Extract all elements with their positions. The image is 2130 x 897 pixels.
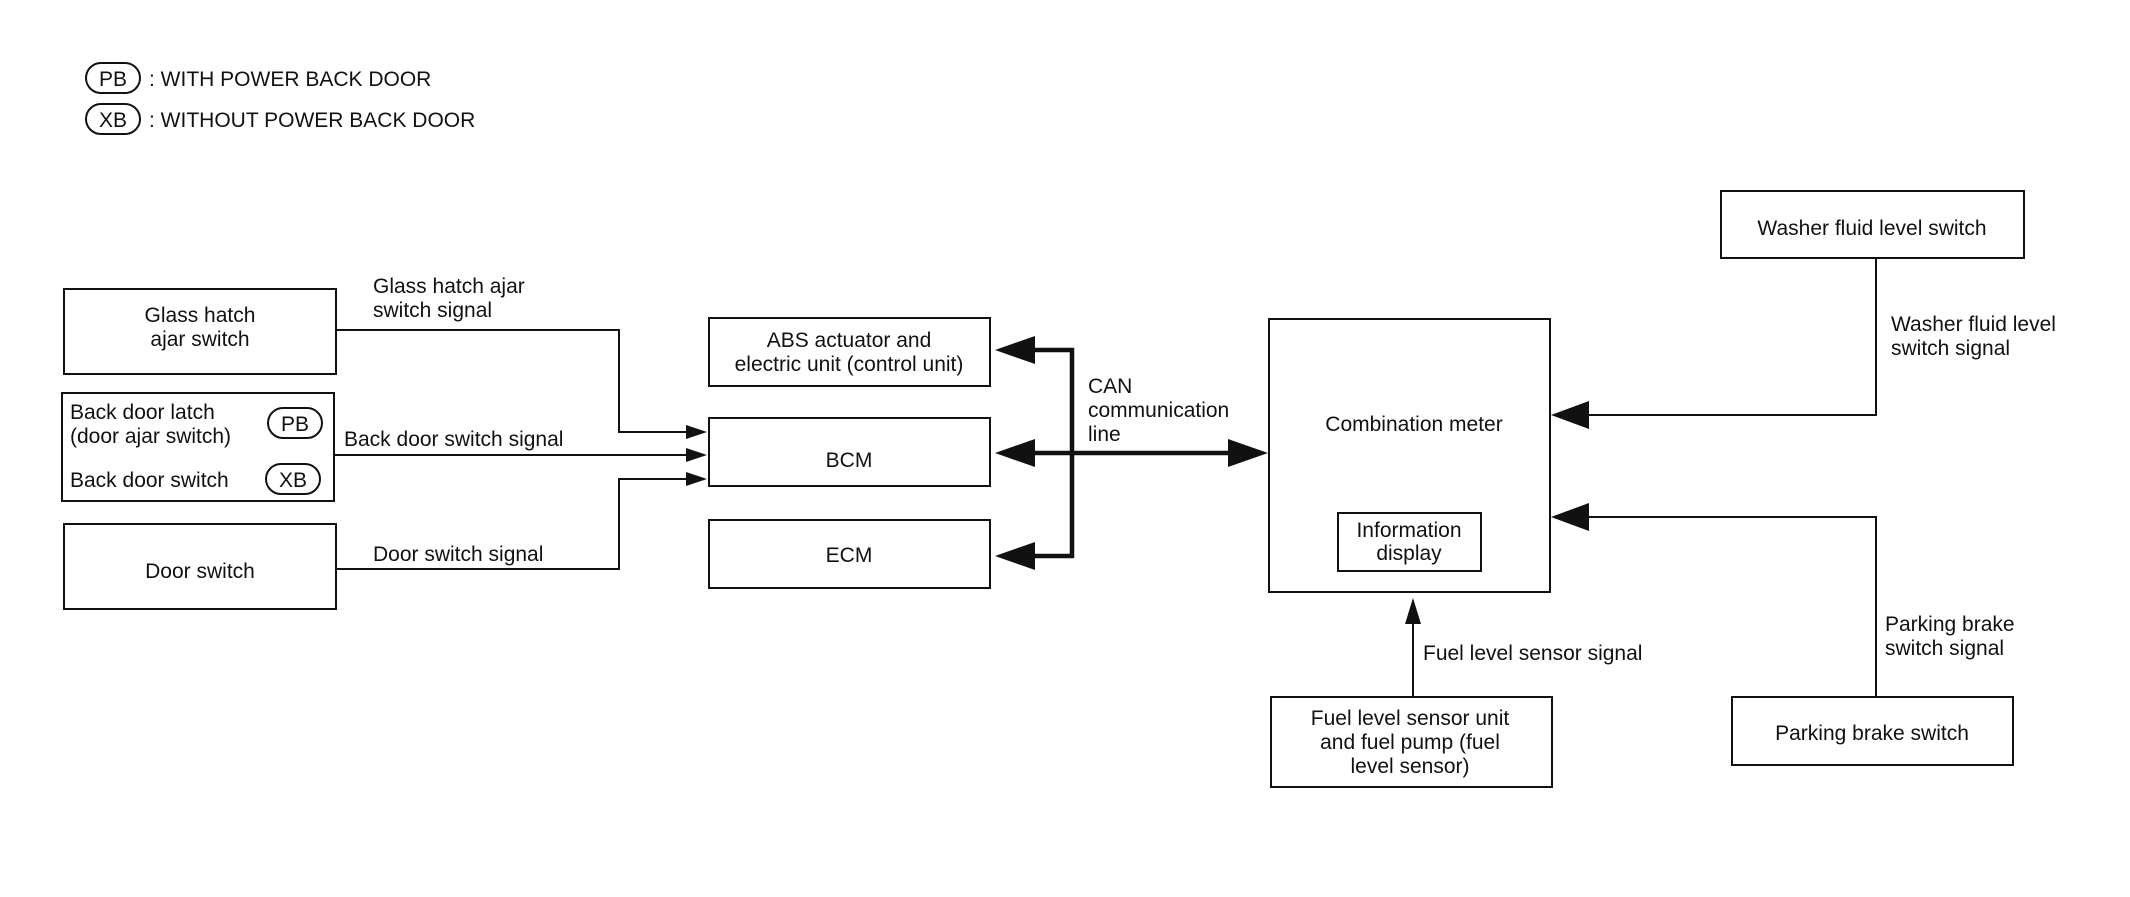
- fuel-level-sensor-unit-label-1: Fuel level sensor unit: [1311, 707, 1510, 730]
- back-door-latch-badge-shape: [267, 407, 323, 439]
- washer-fluid-signal-label-2: switch signal: [1891, 337, 2010, 360]
- bcm-label: BCM: [826, 449, 873, 472]
- glass-hatch-signal-label-1: Glass hatch ajar: [373, 275, 525, 298]
- legend-text-xb: : WITHOUT POWER BACK DOOR: [149, 109, 475, 132]
- left-signal-wires: [334, 329, 707, 570]
- back-door-latch-label-2: (door ajar switch): [70, 425, 231, 448]
- washer-fluid-signal-label-1: Washer fluid level: [1891, 313, 2056, 336]
- fuel-level-signal-arrow: [1405, 598, 1421, 624]
- washer-fluid-signal-arrow: [1551, 401, 1589, 429]
- back-door-switch-label: Back door switch: [70, 469, 229, 492]
- fuel-level-sensor-unit-box: Fuel level sensor unit and fuel pump (fu…: [1270, 696, 1553, 788]
- fuel-level-sensor-unit-label-3: level sensor): [1350, 755, 1469, 778]
- parking-brake-signal-arrow: [1551, 503, 1589, 531]
- glass-hatch-signal-arrow: [686, 425, 707, 439]
- information-display-box: [1337, 512, 1482, 572]
- can-arrow-bcm: [995, 439, 1035, 467]
- can-bus: [995, 336, 1268, 570]
- glass-hatch-ajar-switch-label-2: ajar switch: [150, 328, 249, 351]
- door-switch-label: Door switch: [145, 560, 255, 583]
- ecm-label: ECM: [826, 544, 873, 567]
- legend: PB : WITH POWER BACK DOOR XB : WITHOUT P…: [85, 62, 475, 135]
- right-signal-wires: [1405, 258, 1877, 697]
- legend-badge-pb-shape: [85, 62, 141, 94]
- fuel-level-sensor-unit-label-2: and fuel pump (fuel: [1320, 731, 1500, 754]
- washer-fluid-signal-wire: [1585, 258, 1877, 416]
- bcm-box: BCM: [708, 417, 991, 487]
- combination-meter-label: Combination meter: [1325, 413, 1502, 436]
- door-switch-signal-label: Door switch signal: [373, 543, 543, 566]
- washer-fluid-level-switch-label: Washer fluid level switch: [1757, 217, 1986, 240]
- door-switch-box: Door switch: [63, 523, 337, 610]
- back-door-switch-badge-shape: [265, 463, 321, 495]
- back-door-switch-badge: XB: [279, 469, 307, 492]
- combination-meter-box: Combination meter Information display: [1268, 318, 1551, 593]
- parking-brake-switch-label: Parking brake switch: [1775, 722, 1969, 745]
- can-arrow-ecm: [995, 542, 1035, 570]
- legend-badge-xb: XB: [99, 109, 127, 132]
- parking-brake-switch-box: Parking brake switch: [1731, 696, 2014, 766]
- can-label-2: communication: [1088, 399, 1229, 422]
- information-display-label-1: Information: [1356, 519, 1461, 542]
- can-arrow-abs: [995, 336, 1035, 364]
- glass-hatch-ajar-switch-box: Glass hatch ajar switch: [63, 288, 337, 375]
- back-door-signal-arrow: [686, 448, 707, 462]
- legend-text-pb: : WITH POWER BACK DOOR: [149, 68, 431, 91]
- glass-hatch-signal-wire: [336, 329, 690, 433]
- ecm-box: ECM: [708, 519, 991, 589]
- door-switch-signal-arrow: [686, 472, 707, 486]
- back-door-latch-label-1: Back door latch: [70, 401, 215, 424]
- abs-actuator-label-2: electric unit (control unit): [735, 353, 964, 376]
- fuel-level-signal-label: Fuel level sensor signal: [1423, 642, 1642, 665]
- glass-hatch-ajar-switch-label-1: Glass hatch: [145, 304, 256, 327]
- can-label-1: CAN: [1088, 375, 1132, 398]
- abs-actuator-label-1: ABS actuator and: [767, 329, 932, 352]
- parking-brake-signal-label-1: Parking brake: [1885, 613, 2015, 636]
- parking-brake-signal-label-2: switch signal: [1885, 637, 2004, 660]
- door-switch-signal-wire: [336, 478, 690, 570]
- back-door-latch-badge: PB: [281, 413, 309, 436]
- legend-badge-xb-shape: [85, 103, 141, 135]
- can-arrow-combination-meter: [1228, 439, 1268, 467]
- information-display-label-2: display: [1376, 542, 1442, 565]
- parking-brake-signal-wire: [1585, 516, 1877, 697]
- abs-actuator-box: ABS actuator and electric unit (control …: [708, 317, 991, 387]
- back-door-switch-group-box: Back door latch (door ajar switch) PB Ba…: [61, 392, 335, 502]
- washer-fluid-level-switch-box: Washer fluid level switch: [1720, 190, 2025, 259]
- can-label-3: line: [1088, 423, 1121, 446]
- legend-badge-pb: PB: [99, 68, 127, 91]
- glass-hatch-signal-label-2: switch signal: [373, 299, 492, 322]
- back-door-signal-label: Back door switch signal: [344, 428, 563, 451]
